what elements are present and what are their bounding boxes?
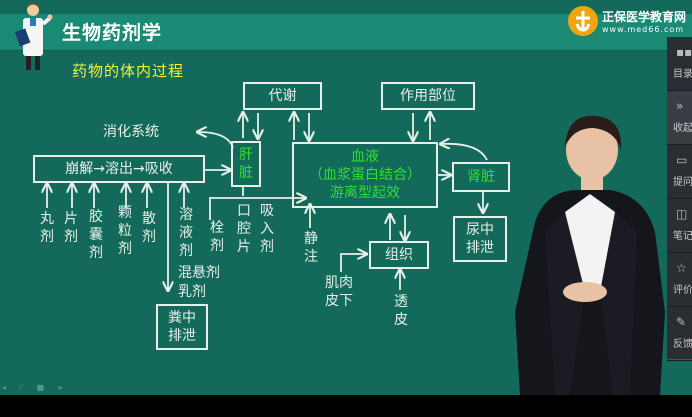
box-site-of-action: 作用部位 <box>381 82 475 110</box>
blood-line1: 血液 <box>351 149 379 165</box>
box-kidney: 肾脏 <box>452 162 510 192</box>
side-panel: ▪▪ 目录 » 收起 ▭ 提问 ◫ 笔记 ☆ 评价 ✎ 反馈 <box>667 37 692 361</box>
label-im-sc: 肌肉 皮下 <box>325 275 353 309</box>
label-granule: 颗 粒 剂 <box>118 205 132 257</box>
collapse-icon: » <box>676 99 684 113</box>
presenter-video <box>515 115 665 395</box>
box-metabolism: 代谢 <box>243 82 322 110</box>
label-capsule: 胶 囊 剂 <box>89 209 103 261</box>
label-digestive-system: 消化系统 <box>103 124 159 140</box>
label-tablet: 片 剂 <box>64 211 78 245</box>
side-item-feedback[interactable]: ✎ 反馈 <box>667 307 692 361</box>
notes-icon: ◫ <box>676 207 688 221</box>
absorption-process-text: 崩解→溶出→吸收 <box>65 161 173 177</box>
side-item-label: 目录 <box>673 69 692 80</box>
blood-line2: （血浆蛋白结合） <box>309 167 421 183</box>
box-tissue: 组织 <box>369 241 429 269</box>
doctor-mascot-icon <box>14 3 53 70</box>
label-suspension: 混悬剂 <box>178 265 220 281</box>
box-feces-excretion: 粪中 排泄 <box>156 304 208 350</box>
side-item-label: 评价 <box>673 285 692 296</box>
slide-title: 药物的体内过程 <box>72 62 185 80</box>
label-inhalant: 吸 入 剂 <box>260 203 274 255</box>
side-item-rating[interactable]: ☆ 评价 <box>667 253 692 307</box>
side-item-catalog[interactable]: ▪▪ 目录 <box>667 37 692 91</box>
diagram-connectors <box>0 0 692 395</box>
blood-line3: 游离型起效 <box>330 185 400 201</box>
box-urine-excretion: 尿中 排泄 <box>453 216 507 262</box>
label-transdermal: 透 皮 <box>394 294 408 328</box>
side-item-label: 笔记 <box>673 231 692 242</box>
side-item-notes[interactable]: ◫ 笔记 <box>667 199 692 253</box>
course-title: 生物药剂学 <box>62 22 163 44</box>
label-suppository: 栓 剂 <box>210 220 224 254</box>
side-item-collapse[interactable]: » 收起 <box>667 91 692 145</box>
label-buccal-tablet: 口 腔 片 <box>237 203 251 255</box>
feedback-icon: ✎ <box>676 315 687 329</box>
label-pill: 丸 剂 <box>40 211 54 245</box>
side-item-question[interactable]: ▭ 提问 <box>667 145 692 199</box>
question-icon: ▭ <box>676 153 688 167</box>
grid-icon: ▪▪ <box>676 45 692 59</box>
logo-url: www.med66.com <box>602 25 685 34</box>
side-item-label: 提问 <box>673 177 692 188</box>
brand-logo: 正保医学教育网 www.med66.com <box>568 6 688 40</box>
box-liver: 肝 脏 <box>231 141 261 187</box>
video-stage: 生物药剂学 药物的体内过程 正保医学教育网 www.med66.com <box>0 0 692 395</box>
logo-emblem-icon <box>568 6 598 36</box>
box-blood: 血液 （血浆蛋白结合） 游离型起效 <box>292 142 438 208</box>
star-icon: ☆ <box>676 261 687 275</box>
label-emulsion: 乳剂 <box>178 284 206 300</box>
label-solution: 溶 液 剂 <box>179 207 193 259</box>
label-powder: 散 剂 <box>142 211 156 245</box>
box-absorption-process: 崩解→溶出→吸收 <box>33 155 205 183</box>
label-iv-injection: 静 注 <box>304 231 318 265</box>
pen-toolbar[interactable]: ◂ ⁄ ■ ▸ <box>2 383 69 392</box>
logo-text: 正保医学教育网 <box>602 10 687 24</box>
header-divider <box>0 50 692 51</box>
header-band-top <box>0 0 692 14</box>
side-item-label: 收起 <box>673 123 692 134</box>
side-item-label: 反馈 <box>673 339 692 350</box>
